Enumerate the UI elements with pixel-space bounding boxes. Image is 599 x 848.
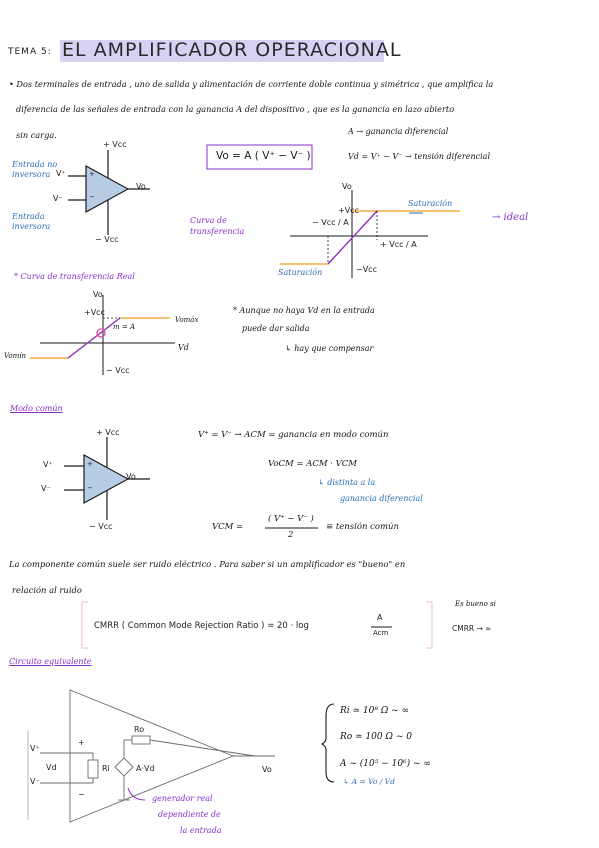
topic-tag: TEMA 5:: [8, 47, 52, 57]
note-line-2: puede dar salida: [242, 324, 310, 333]
opamp1-vo: Vo: [136, 182, 146, 191]
values-brace: [320, 703, 335, 783]
ideal-saturation-top: Saturación: [408, 199, 453, 208]
ideal-label: → ideal: [492, 212, 529, 223]
def-vd: Vd = V⁺ − V⁻ → tensión diferencial: [348, 152, 490, 161]
ideal-vo-axis: Vo: [342, 182, 352, 191]
generator-line-3: la entrada: [180, 826, 222, 835]
common-mode-heading: Modo común: [10, 404, 63, 413]
cmrr-text-1: La componente común suele ser ruido eléc…: [9, 559, 406, 569]
opamp1-vminus: V⁻: [53, 194, 63, 203]
real-vomin: Vomín: [4, 352, 27, 360]
cm-eq-2: VoCM = ACM · VCM: [268, 459, 358, 469]
cmrr-good-label: Es bueno si: [455, 600, 496, 608]
opamp1-vcc-neg: − Vcc: [95, 235, 119, 244]
opamp-2: [64, 437, 150, 520]
formula-box: [206, 144, 313, 170]
opamp1-vplus: V⁺: [56, 169, 66, 178]
equivalent-heading: Circuito equivalente: [9, 657, 92, 666]
ideal-neg-x: − Vcc / A: [312, 218, 349, 227]
opamp1-minus-sign: −: [89, 193, 95, 201]
real-vd: Vd: [178, 343, 189, 352]
a-definition: ↳ A = Vo / Vd: [343, 777, 395, 786]
intro-line-2: diferencia de las señales de entrada con…: [16, 104, 455, 114]
opamp2-vplus: V⁺: [43, 460, 53, 469]
main-formula: Vo = A ( V⁺ − V⁻ ): [216, 150, 311, 162]
eq-ri: Ri: [102, 764, 110, 773]
eq-minus: −: [78, 790, 85, 799]
ideal-saturation-bottom: Saturación: [278, 268, 323, 277]
ideal-transfer-graph: [280, 190, 460, 278]
cmrr-good-value: CMRR → ∞: [452, 624, 492, 633]
title-highlight: [60, 40, 384, 62]
real-vomax: Vomáx: [175, 316, 199, 324]
a-value: A ~ (10⁵ − 10⁶) ~ ∞: [340, 759, 431, 769]
cm-eq-2-note-1: ↳ distinta a la: [318, 478, 376, 487]
cmrr-frac-den: Acm: [373, 629, 389, 637]
real-curve-label: * Curva de transferencia Real: [14, 272, 135, 281]
eq-ro: Ro: [134, 725, 145, 734]
real-vcc-neg: − Vcc: [106, 366, 130, 375]
page-title: EL AMPLIFICADOR OPERACIONAL: [62, 39, 402, 61]
eq-vd: Vd: [46, 763, 57, 772]
real-slope: m = A: [113, 323, 136, 331]
eq-vo: Vo: [262, 765, 272, 774]
opamp2-vcc-neg: − Vcc: [89, 522, 113, 531]
opamp2-vo: Vo: [126, 472, 136, 481]
generator-line-2: dependiente de: [158, 810, 221, 819]
generator-line-1: generador real: [152, 794, 213, 803]
cmrr-frac-num: A: [377, 613, 383, 622]
label-noninverting: Entrada no inversora: [12, 160, 58, 179]
opamp2-plus-sign: +: [87, 460, 93, 468]
eq-vminus: V⁻: [30, 777, 40, 786]
opamp1-plus-sign: +: [89, 170, 95, 178]
label-inverting: Entrada inversora: [12, 212, 51, 231]
generator-arrow: [127, 787, 146, 801]
vcm-tail: ≡ tensión común: [326, 522, 400, 532]
ri-value: Ri ≃ 10⁸ Ω ~ ∞: [340, 706, 410, 716]
cm-eq-1: V⁺ = V⁻ → ACM = ganancia en modo común: [198, 430, 389, 440]
note-line-1: * Aunque no haya Vd en la entrada: [233, 306, 375, 315]
ideal-pos-x: + Vcc / A: [380, 240, 417, 249]
eq-vplus: V⁺: [30, 744, 40, 753]
def-a: A → ganancia diferencial: [348, 127, 449, 136]
opamp-1: [68, 150, 150, 235]
curve-label: Curva de transferencia: [190, 216, 245, 236]
opamp2-vcc-pos: + Vcc: [96, 428, 120, 437]
ideal-vcc-pos: +Vcc: [338, 206, 359, 215]
intro-line-1: • Dos terminales de entrada , uno de sal…: [9, 79, 494, 89]
intro-line-3: sin carga.: [16, 130, 57, 140]
eq-source: A·Vd: [136, 764, 155, 773]
ro-value: Ro ≃ 100 Ω ~ 0: [340, 732, 412, 742]
note-line-3: ↳ hay que compensar: [285, 344, 374, 353]
opamp1-vcc-pos: + Vcc: [103, 140, 127, 149]
eq-plus: +: [78, 738, 85, 747]
cmrr-box: [81, 601, 433, 649]
cm-eq-2-note-2: ganancia diferencial: [340, 494, 423, 503]
opamp2-vminus: V⁻: [41, 484, 51, 493]
real-vcc-pos: +Vcc: [84, 308, 105, 317]
opamp2-minus-sign: −: [87, 484, 93, 492]
real-vo-axis: Vo: [93, 290, 103, 299]
vcm-numerator: ( V⁺ − V⁻ ): [268, 514, 314, 524]
cmrr-formula: CMRR ( Common Mode Rejection Ratio ) = 2…: [94, 621, 309, 631]
vcm-denominator: 2: [288, 530, 294, 540]
cmrr-text-2: relación al ruido: [12, 585, 82, 595]
ideal-vcc-neg: −Vcc: [356, 265, 377, 274]
real-transfer-graph: [30, 295, 175, 375]
equivalent-circuit: [40, 689, 275, 823]
vcm-lhs: VCM =: [212, 522, 244, 532]
